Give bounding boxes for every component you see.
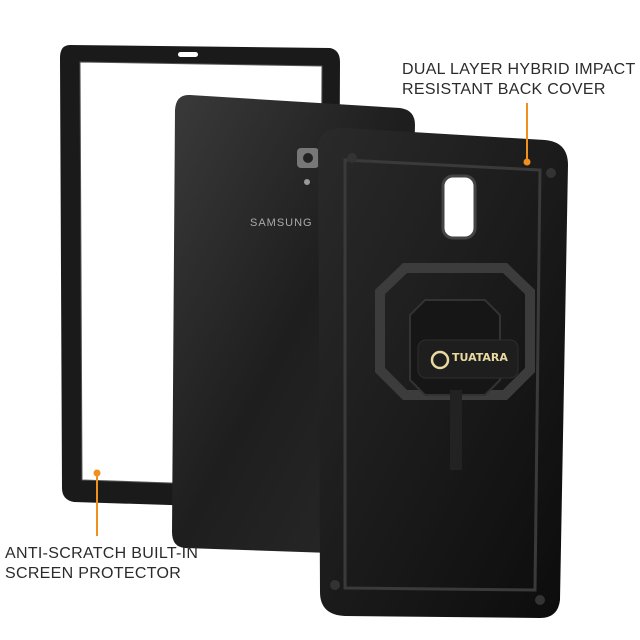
callout-line-bottom <box>93 469 101 536</box>
brand-logo: TUATARA <box>452 351 508 364</box>
protective-case <box>318 127 568 618</box>
kickstand <box>450 390 462 470</box>
callout-top-line2: RESISTANT BACK COVER <box>402 81 606 98</box>
callout-bottom-line2: SCREEN PROTECTOR <box>5 565 182 582</box>
callout-back-cover: DUAL LAYER HYBRID IMPACT RESISTANT BACK … <box>402 60 636 100</box>
speaker-cutout <box>178 52 198 57</box>
flash-icon <box>304 179 310 185</box>
brand-logo-icon <box>430 350 450 370</box>
camera-cutout <box>441 174 477 240</box>
callout-bottom-line1: ANTI-SCRATCH BUILT-IN <box>5 545 199 562</box>
tablet-brand-logo: SAMSUNG <box>250 217 313 229</box>
callout-screen-protector: ANTI-SCRATCH BUILT-IN SCREEN PROTECTOR <box>5 544 198 584</box>
callout-line-top <box>523 103 531 166</box>
callout-top-line1: DUAL LAYER HYBRID IMPACT <box>402 61 636 78</box>
